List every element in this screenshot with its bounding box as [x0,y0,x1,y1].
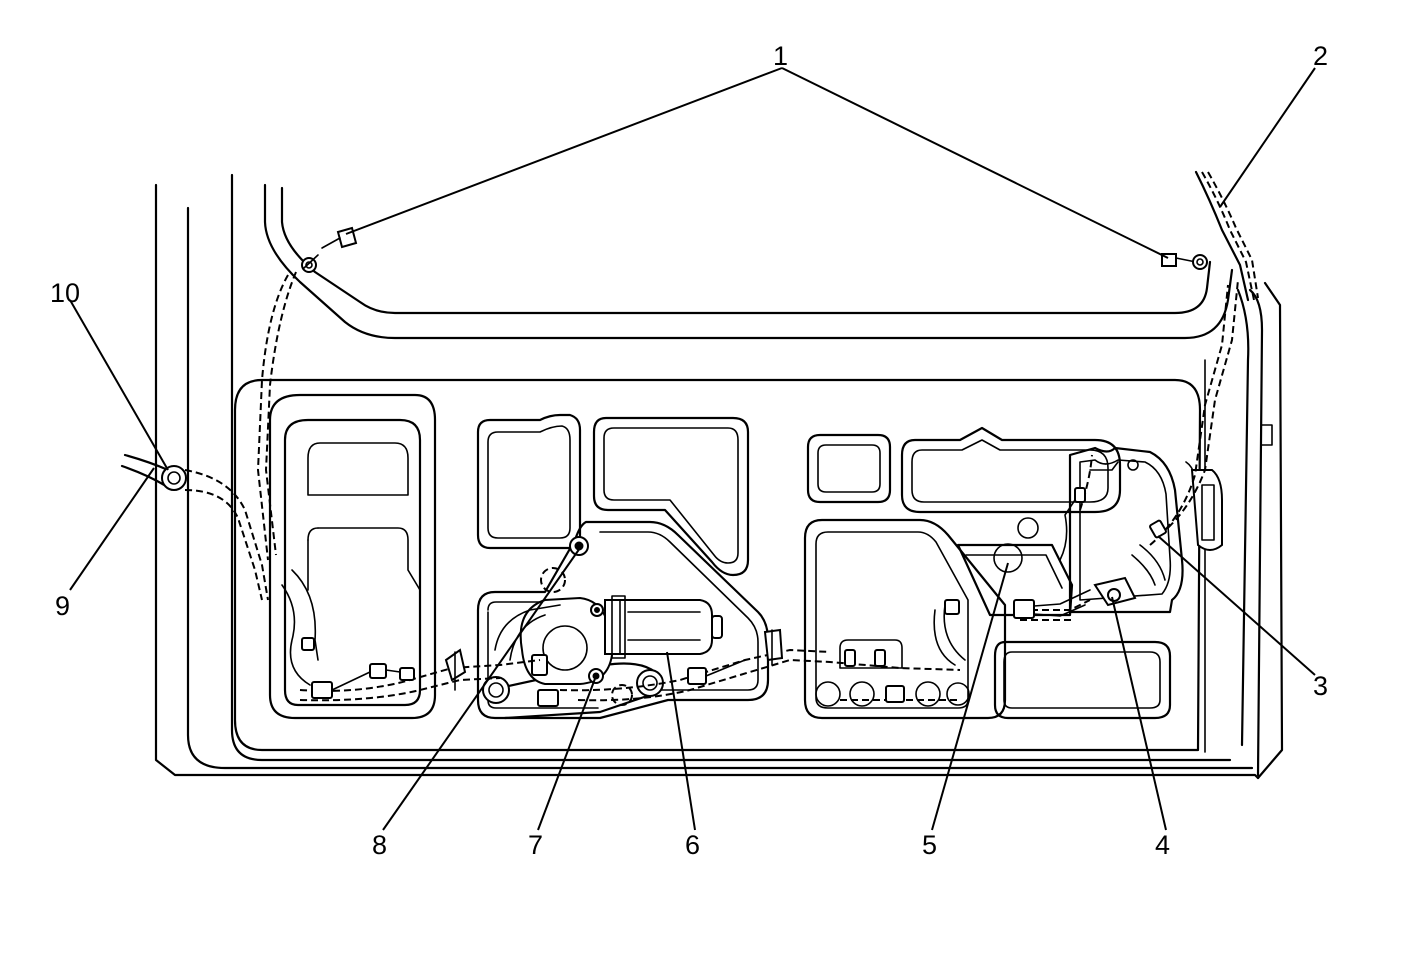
callout-1: 1 [773,41,788,71]
window-opening [263,183,1234,340]
callout-5: 5 [922,830,937,860]
leader-5 [931,562,1009,831]
leader-7 [537,675,597,831]
callout-8: 8 [372,830,387,860]
center-left-cutouts [476,413,750,577]
callout-9: 9 [55,591,70,621]
callout-2: 2 [1313,41,1328,71]
gate-frame [154,173,1284,780]
callout-10: 10 [50,278,80,308]
leader-2 [1219,67,1316,208]
right-center-cutouts [803,426,1172,720]
latch-assembly [1068,446,1223,614]
leader-1 [345,67,783,235]
leader-lines [69,67,1316,831]
leader-6 [666,651,696,831]
wiper-motor-fasteners [569,536,604,684]
leader-9 [69,467,155,591]
leader-3 [1157,535,1316,676]
leader-1b [781,67,1169,259]
callout-6: 6 [685,830,700,860]
inner-panel [233,359,1206,753]
leader-8 [382,547,581,831]
left-cutout [268,393,437,720]
wiper-motor [519,595,723,685]
leader-4 [1111,596,1167,831]
callout-7: 7 [528,830,543,860]
callout-3: 3 [1313,671,1328,701]
leader-10 [69,299,169,471]
callout-4: 4 [1155,830,1170,860]
motor-mount-plate [476,520,770,720]
callout-labels: 1 2 3 4 5 6 7 8 9 10 [50,41,1328,860]
